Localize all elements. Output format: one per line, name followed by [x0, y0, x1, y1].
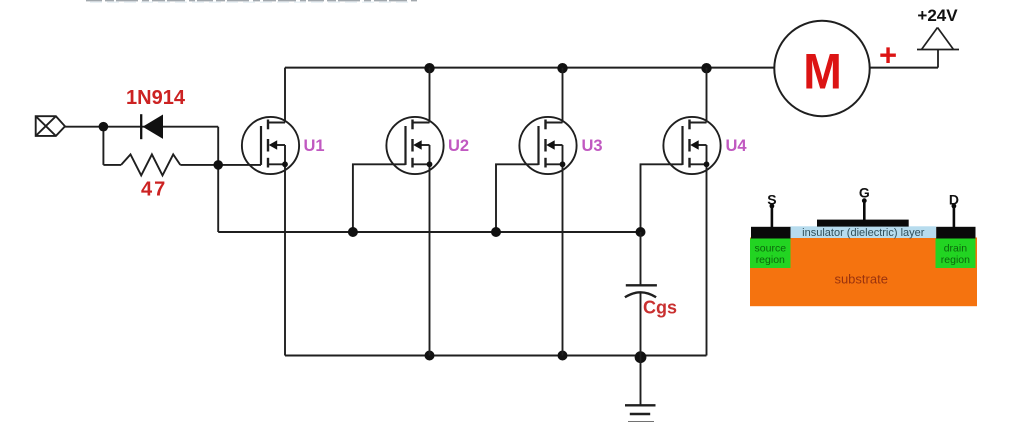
svg-text:insulator (dielectric) layer: insulator (dielectric) layer: [802, 227, 925, 239]
svg-text:region: region: [941, 254, 970, 266]
svg-text:G: G: [859, 185, 870, 201]
svg-text:U4: U4: [726, 137, 748, 155]
svg-text:M: M: [803, 43, 842, 99]
svg-text:1N914: 1N914: [126, 87, 186, 109]
svg-text:drain: drain: [944, 243, 968, 255]
svg-text:S: S: [767, 192, 776, 208]
svg-text:substrate: substrate: [834, 272, 887, 287]
svg-text:Cgs: Cgs: [643, 298, 677, 318]
svg-text:U3: U3: [582, 137, 603, 155]
svg-text:U1: U1: [304, 137, 325, 155]
svg-text:U2: U2: [448, 137, 469, 155]
svg-text:47: 47: [141, 179, 167, 201]
svg-text:D: D: [949, 192, 959, 208]
svg-text:region: region: [756, 254, 785, 266]
svg-text:source: source: [755, 243, 787, 255]
svg-text:+: +: [879, 38, 897, 73]
svg-text:+24V: +24V: [917, 6, 958, 25]
